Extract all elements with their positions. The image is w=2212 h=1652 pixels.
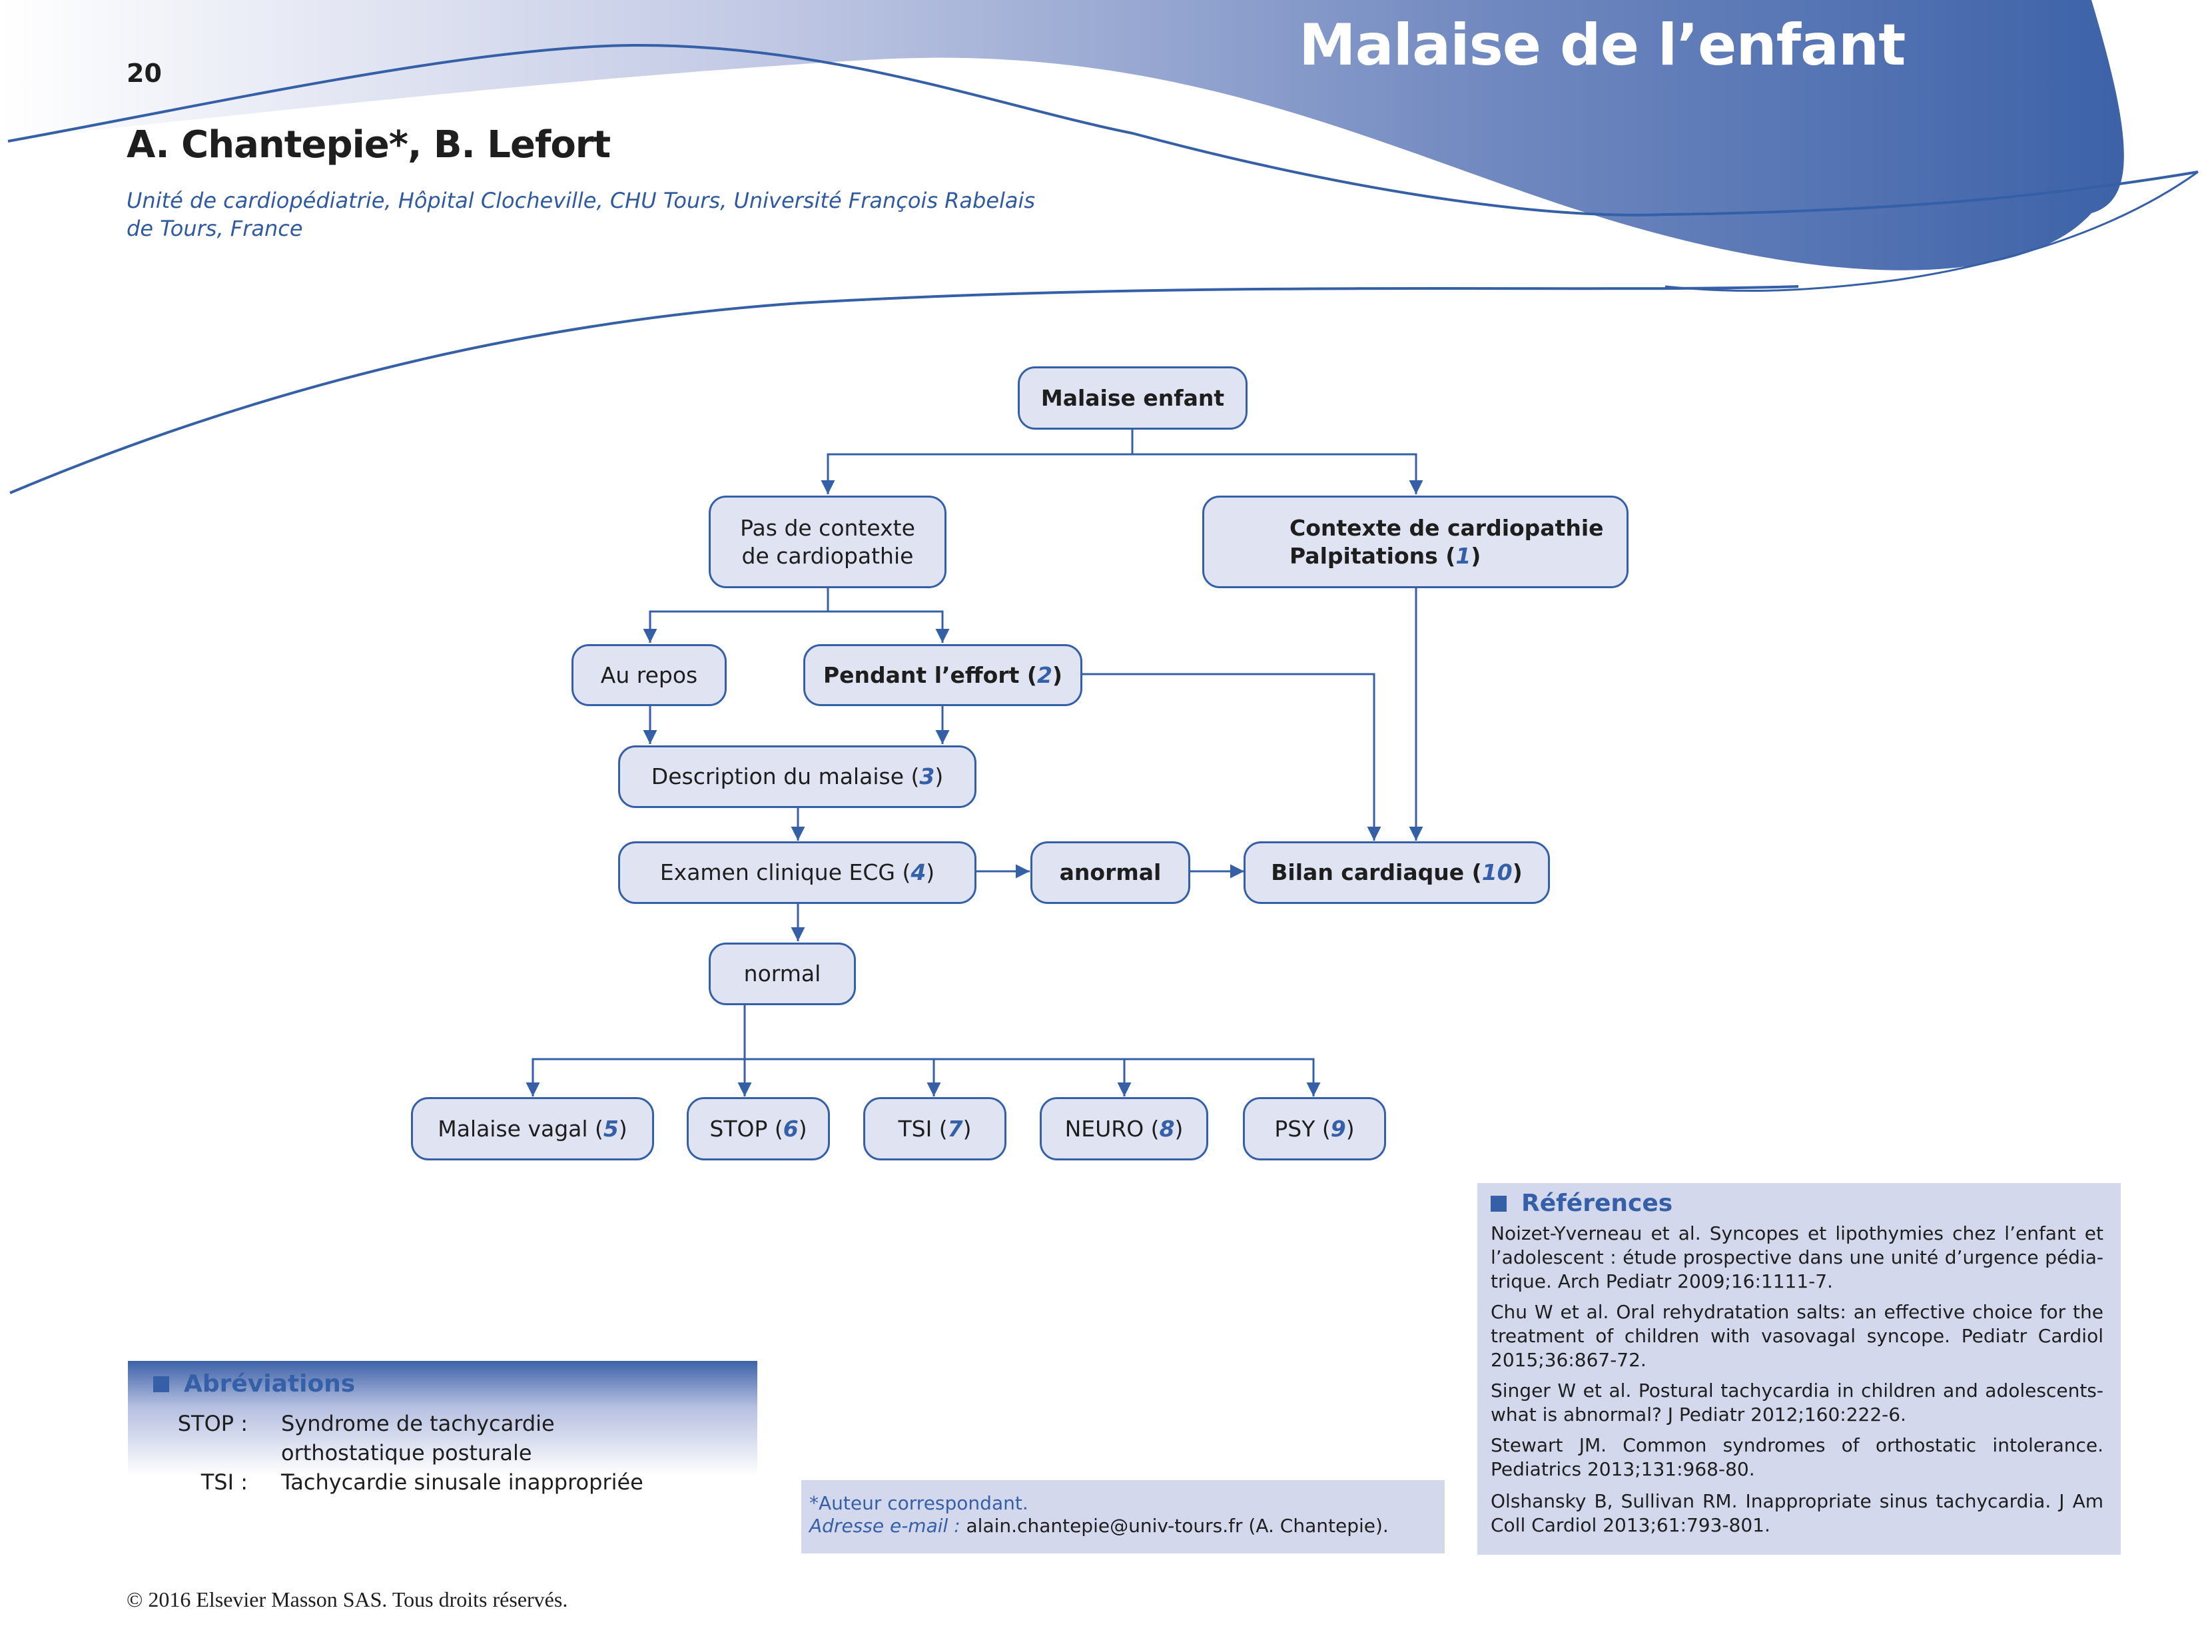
email-link[interactable]: alain.chantepie@univ-tours.fr (A. Chante… <box>960 1515 1389 1537</box>
node-vagal-label: Malaise vagal ( <box>438 1115 603 1142</box>
node-bilan-label: Bilan cardiaque ( <box>1271 859 1482 885</box>
node-malaise-enfant: Malaise enfant <box>1018 366 1248 430</box>
node-psy: PSY (9) <box>1243 1097 1386 1160</box>
reference-item: Olshansky B, Sullivan RM. Inappropriate … <box>1491 1490 2103 1536</box>
node-contexte-cardiopathie: Contexte de cardiopathie Palpitations (1… <box>1202 496 1629 588</box>
node-malaise-vagal: Malaise vagal (5) <box>411 1097 654 1160</box>
affiliation-line-1: Unité de cardiopédiatrie, Hôpital Cloche… <box>127 188 1036 213</box>
wave-line-lower <box>9 285 1799 494</box>
node-psy-label: PSY ( <box>1274 1115 1331 1142</box>
paren-close: ) <box>798 1115 807 1142</box>
node-anormal: anormal <box>1030 841 1190 904</box>
header-wave-artwork <box>0 0 2199 494</box>
node-effort-label: Pendant l’effort ( <box>823 661 1037 688</box>
edge-pas-contexte-to-au-repos <box>643 588 829 643</box>
paren-close: ) <box>934 763 944 789</box>
node-anormal-label: anormal <box>1059 859 1162 885</box>
email-label: Adresse e-mail : <box>809 1515 960 1537</box>
affiliation: Unité de cardiopédiatrie, Hôpital Cloche… <box>127 187 1059 242</box>
paren-close: ) <box>1052 661 1063 688</box>
reference-number[interactable]: 4 <box>911 859 926 885</box>
node-stop: STOP (6) <box>687 1097 830 1160</box>
reference-item: Singer W et al. Postural tachycardia in … <box>1491 1380 2103 1426</box>
authors: A. Chantepie*, B. Lefort <box>127 123 611 167</box>
page-title: Malaise de l’enfant <box>1299 12 1906 79</box>
paren-close: ) <box>1174 1115 1184 1142</box>
abbreviations-heading: Abréviations <box>153 1370 355 1398</box>
reference-number[interactable]: 1 <box>1455 542 1471 569</box>
node-pas-contexte-line2: de cardiopathie <box>741 542 914 569</box>
node-bilan-cardiaque: Bilan cardiaque (10) <box>1244 841 1550 904</box>
abbreviation-definition: Tachycardie sinusale inappropriée <box>281 1469 643 1495</box>
square-bullet-icon <box>153 1376 169 1392</box>
paren-close: ) <box>1512 859 1523 885</box>
references-heading: Références <box>1491 1190 1672 1217</box>
node-au-repos: Au repos <box>571 644 727 706</box>
paren-close: ) <box>962 1115 972 1142</box>
reference-item: Chu W et al. Oral rehydratation salts: a… <box>1491 1301 2103 1371</box>
node-tsi-label: TSI ( <box>898 1115 948 1142</box>
node-neuro-label: NEURO ( <box>1064 1115 1160 1142</box>
edge-normal-to-neuro <box>934 1058 1132 1096</box>
node-malaise-enfant-label: Malaise enfant <box>1040 384 1225 411</box>
reference-number[interactable]: 7 <box>947 1115 963 1142</box>
edge-malaise-to-pas-contexte <box>821 430 1134 494</box>
node-pas-contexte: Pas de contexte de cardiopathie <box>709 496 946 588</box>
node-pendant-effort: Pendant l’effort (2) <box>803 644 1082 706</box>
abbreviation-definition: Syndrome de tachycardie orthostatique po… <box>281 1409 681 1467</box>
node-examen-clinique-ecg: Examen clinique ECG (4) <box>618 841 976 904</box>
reference-number[interactable]: 5 <box>603 1115 619 1142</box>
node-tsi: TSI (7) <box>863 1097 1006 1160</box>
paren-close: ) <box>1345 1115 1355 1142</box>
reference-number[interactable]: 2 <box>1036 661 1052 688</box>
copyright-notice: © 2016 Elsevier Masson SAS. Tous droits … <box>127 1587 568 1611</box>
edge-normal-bus <box>526 1005 746 1096</box>
references-box: Références Noizet-Yverneau et al. Syncop… <box>1477 1183 2121 1555</box>
edge-normal-to-psy <box>1124 1058 1321 1096</box>
node-normal: normal <box>709 943 856 1005</box>
corresponding-author-note: *Auteur correspondant. <box>809 1492 1028 1514</box>
edge-normal-to-tsi <box>745 1058 941 1096</box>
node-contexte-line2: Palpitations ( <box>1290 542 1456 569</box>
abbreviations-title: Abréviations <box>184 1370 356 1398</box>
edge-effort-to-bilan <box>1082 673 1381 841</box>
abbreviations-box: Abréviations STOP : Syndrome de tachycar… <box>128 1361 757 1514</box>
edge-pas-contexte-to-effort <box>828 610 950 643</box>
node-contexte-line1: Contexte de cardiopathie <box>1290 514 1604 541</box>
abbreviation-key: STOP : <box>177 1411 248 1436</box>
wave-line-right <box>1664 171 2199 292</box>
reference-number[interactable]: 6 <box>783 1115 799 1142</box>
correspondence-box: *Auteur correspondant. Adresse e-mail : … <box>801 1480 1445 1553</box>
node-neuro: NEURO (8) <box>1040 1097 1208 1160</box>
node-stop-label: STOP ( <box>709 1115 783 1142</box>
square-bullet-icon <box>1491 1195 1507 1212</box>
reference-item: Stewart JM. Common syndromes of orthosta… <box>1491 1434 2103 1480</box>
reference-number[interactable]: 10 <box>1481 859 1513 885</box>
reference-item: Noizet-Yverneau et al. Syncopes et lipot… <box>1491 1222 2103 1292</box>
node-au-repos-label: Au repos <box>600 661 698 688</box>
abbreviation-key: TSI : <box>200 1469 248 1495</box>
abbreviation-item: STOP : Syndrome de tachycardie orthostat… <box>128 1409 727 1475</box>
paren-close: ) <box>1471 542 1481 569</box>
abbreviation-definition-line: orthostatique posturale <box>281 1440 532 1465</box>
paren-close: ) <box>618 1115 627 1142</box>
reference-number[interactable]: 9 <box>1330 1115 1346 1142</box>
edge-malaise-to-contexte-cardio <box>1132 453 1423 494</box>
paren-close: ) <box>926 859 935 885</box>
node-description-malaise: Description du malaise (3) <box>618 745 976 808</box>
node-examen-label: Examen clinique ECG ( <box>659 859 911 885</box>
node-pas-contexte-line1: Pas de contexte <box>740 514 915 541</box>
reference-number[interactable]: 3 <box>919 763 935 789</box>
references-title: Références <box>1521 1190 1673 1217</box>
wave-line-top <box>7 43 2199 216</box>
abbreviation-definition-line: Syndrome de tachycardie <box>281 1411 555 1436</box>
node-description-label: Description du malaise ( <box>651 763 920 789</box>
page-number: 20 <box>127 59 162 88</box>
reference-number[interactable]: 8 <box>1159 1115 1175 1142</box>
header-gradient-shape <box>0 0 2124 270</box>
affiliation-line-2: de Tours, France <box>127 216 303 241</box>
email-line: Adresse e-mail : alain.chantepie@univ-to… <box>809 1515 1389 1537</box>
node-normal-label: normal <box>743 961 821 987</box>
abbreviation-item: TSI : Tachycardie sinusale inappropriée <box>128 1467 727 1501</box>
